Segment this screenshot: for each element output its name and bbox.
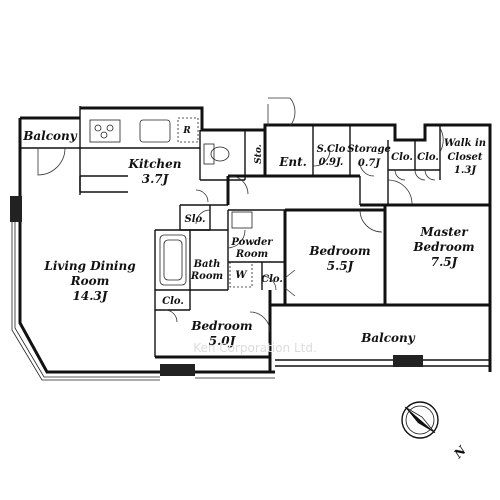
- balcony-bottom-label: Balcony: [360, 331, 416, 345]
- bedroom-low-label: Bedroom: [190, 319, 252, 333]
- wic-label-1: Walk in: [444, 138, 486, 149]
- clo-a-label: Clo.: [391, 152, 413, 163]
- stove-icon: [89, 119, 121, 143]
- wic-label-2: Closet: [447, 152, 482, 163]
- master-label-1: Master: [419, 225, 469, 239]
- bathtub: [159, 234, 187, 286]
- powder-label-2: Room: [235, 249, 268, 260]
- door-swings: [37, 97, 444, 333]
- living-size: 14.3J: [73, 289, 109, 303]
- w-label: W: [235, 270, 248, 281]
- bedroom-mid-label: Bedroom: [308, 244, 370, 258]
- living-label-1: Living Dining: [43, 259, 135, 273]
- window-lines: [11, 200, 275, 381]
- bedroom-mid-size: 5.5J: [327, 259, 355, 273]
- slo-label: Slo.: [185, 214, 206, 225]
- fridge-box: [177, 117, 199, 143]
- sink: [231, 211, 253, 229]
- pillars: [10, 196, 423, 376]
- bedroom-low-size: 5.0J: [209, 334, 237, 348]
- washer-icon: [229, 261, 253, 288]
- kitchen-sink: [139, 119, 171, 143]
- compass-icon: [401, 401, 439, 439]
- wic-size: 1.3J: [454, 165, 477, 176]
- compass-north-label: N: [450, 442, 469, 461]
- sto-label: Sto.: [254, 144, 264, 164]
- fridge-mark: R: [182, 126, 191, 136]
- clo-c-label: Clo.: [261, 274, 283, 285]
- living-label-2: Room: [70, 274, 110, 288]
- toilet-icon: [203, 143, 230, 165]
- balcony-left-label: Balcony: [22, 129, 78, 143]
- bath-label-1: Bath: [193, 259, 221, 270]
- bath-label-2: Room: [190, 271, 223, 282]
- master-label-2: Bedroom: [412, 240, 474, 254]
- clo-d-label: Clo.: [162, 296, 184, 307]
- sclo-label: S.Clo: [317, 144, 346, 155]
- bathtub-inner: [163, 239, 183, 281]
- storage-size: 0.7J: [358, 158, 381, 169]
- master-size: 7.5J: [431, 255, 459, 269]
- exterior-walls: [18, 106, 492, 374]
- watermark: Ken Corporation Ltd.: [193, 341, 317, 355]
- powder-label-1: Powder: [230, 237, 273, 248]
- sclo-size: 0.9J.: [319, 157, 344, 168]
- interior-walls: [20, 125, 490, 372]
- kitchen-size: 3.7J: [142, 172, 170, 186]
- storage-label: Storage: [347, 144, 391, 155]
- clo-b-label: Clo.: [417, 152, 439, 163]
- ent-label: Ent.: [278, 155, 307, 169]
- kitchen-label: Kitchen: [128, 157, 182, 171]
